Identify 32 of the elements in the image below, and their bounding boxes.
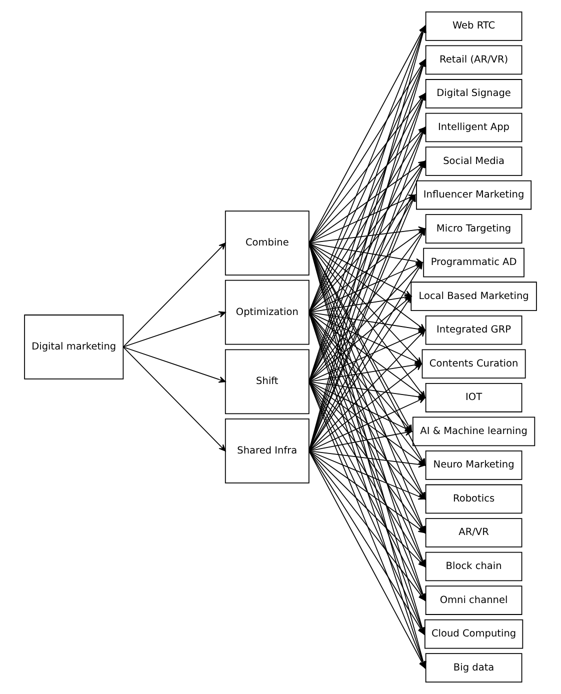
arrow (122, 346, 226, 383)
node-box: Omni channel (425, 586, 522, 615)
node-box: AR/VR (425, 518, 522, 548)
node-box: Digital marketing (24, 314, 124, 380)
node-box: Retail (AR/VR) (425, 45, 522, 75)
node-box: Shared Infra (224, 418, 310, 484)
node-box: Big data (425, 653, 522, 682)
node-box: Social Media (425, 146, 522, 176)
arrow (308, 397, 426, 452)
node-box: Block chain (425, 552, 522, 582)
arrow (308, 429, 412, 452)
node-box: Neuro Marketing (425, 450, 522, 480)
arrow (122, 311, 226, 348)
node-box: IOT (425, 383, 522, 412)
node-box: Influencer Marketing (416, 180, 532, 210)
node-box: Shift (224, 349, 310, 414)
node-box: Web RTC (425, 12, 522, 41)
arrow (308, 363, 422, 452)
node-box: Local Based Marketing (410, 282, 537, 311)
node-box: Cloud Computing (424, 619, 524, 649)
node-box: Intelligent App (425, 112, 522, 142)
node-box: Optimization (224, 280, 310, 345)
arrow (122, 242, 226, 348)
node-box: Integrated GRP (425, 315, 522, 345)
node-box: Robotics (425, 484, 522, 514)
node-box: Combine (224, 210, 310, 276)
node-box: Digital Signage (425, 79, 522, 108)
node-box: AI & Machine learning (412, 416, 536, 446)
node-box: Micro Targeting (425, 214, 522, 244)
node-box: Programmatic AD (423, 248, 524, 278)
node-box: Contents Curation (422, 349, 526, 379)
arrow (122, 346, 226, 452)
